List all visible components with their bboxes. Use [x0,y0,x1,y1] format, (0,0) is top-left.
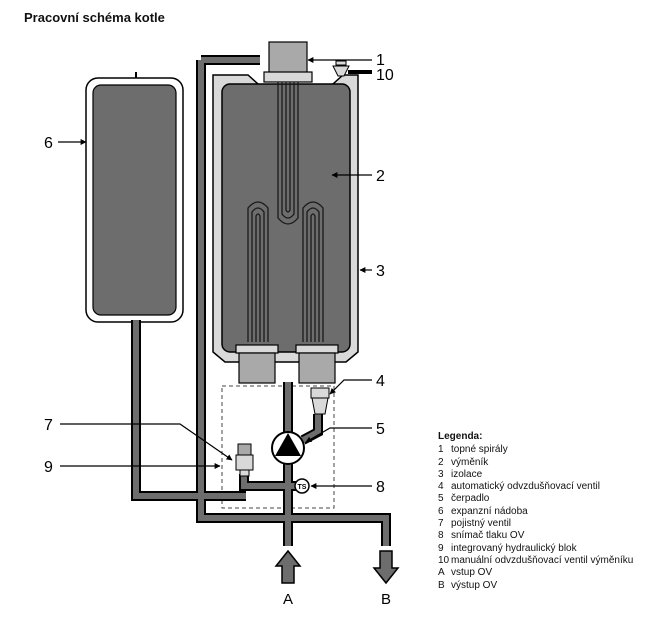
outlet-label: B [381,591,391,608]
legend-key: 1 [438,444,444,456]
legend-item: 6 expanzní nádoba [438,506,653,518]
legend-item: 9 integrovaný hydraulický blok [438,543,653,555]
legend-text: čerpadlo [451,493,490,505]
legend-item: 3 izolace [438,469,653,481]
callout-6: 6 [44,135,53,152]
heating-element-flange [263,71,313,83]
outlet-arrow [372,550,400,585]
legend-key: 2 [438,456,444,468]
legend-key: 6 [438,505,444,517]
inlet-label: A [283,591,293,608]
legend-text: automatický odvzdušňovací ventil [451,481,600,493]
legend-key: 4 [438,481,444,493]
legend-text: pojistný ventil [451,518,512,530]
legend-text: expanzní nádoba [451,505,528,517]
legend-text: manuální odvzdušňovací ventil výměníku [451,554,634,566]
callout-4: 4 [376,373,385,390]
leader-lines [58,57,372,489]
legend-item: 2 výměník [438,457,653,469]
legend-title: Legenda: [438,431,483,442]
callout-9: 9 [44,459,53,476]
heating-element-bottom-left [238,352,276,384]
vent-lever [348,70,372,74]
callout-3: 3 [376,263,385,280]
pipe-network [131,55,391,546]
legend-text: výstup OV [451,579,498,591]
callout-1: 1 [376,52,385,69]
sensor-label: TS [298,484,307,491]
legend-text: snímač tlaku OV [451,530,525,542]
legend-key: A [438,567,445,579]
automatic-air-vent [310,387,330,415]
heating-element-bottom-flange-left [235,344,279,354]
expansion-vessel [92,84,177,316]
callout-8: 8 [376,479,385,496]
legend-text: výměník [451,456,489,468]
legend-item: 4 automatický odvzdušňovací ventil [438,481,653,493]
legend-item: 5 čerpadlo [438,493,653,505]
callout-5: 5 [376,421,385,438]
hydraulic-block-outline [221,385,335,509]
legend-item: 8 snímač tlaku OV [438,530,653,542]
pressure-sensor: TS [294,478,310,494]
callout-10: 10 [376,67,394,84]
heating-element-bottom-flange-right [295,344,339,354]
heating-coils [247,82,324,342]
heating-element-head [268,41,308,75]
legend-key: 3 [438,468,444,480]
callout-7: 7 [44,417,53,434]
legend-text: integrovaný hydraulický blok [451,542,577,554]
pump [271,431,305,465]
legend-key: 7 [438,518,444,530]
legend-key: 5 [438,493,444,505]
legend-key: B [438,579,445,591]
legend-item: 1 topné spirály [438,444,653,456]
legend-item: 7 pojistný ventil [438,518,653,530]
legend-text: vstup OV [451,567,493,579]
diagram-title: Pracovní schéma kotle [24,10,165,25]
legend: Legenda: 1 topné spirály 2 výměník 3 izolac… [438,431,653,592]
safety-valve [235,443,254,477]
manual-air-vent [332,60,350,77]
legend-key: 9 [438,542,444,554]
legend-text: topné spirály [451,444,508,456]
legend-key: 10 [438,554,450,566]
callout-2: 2 [376,168,385,185]
heating-element-bottom-right [298,352,336,384]
legend-text: izolace [451,468,483,480]
inlet-arrow [274,549,302,584]
legend-key: 8 [438,530,444,542]
